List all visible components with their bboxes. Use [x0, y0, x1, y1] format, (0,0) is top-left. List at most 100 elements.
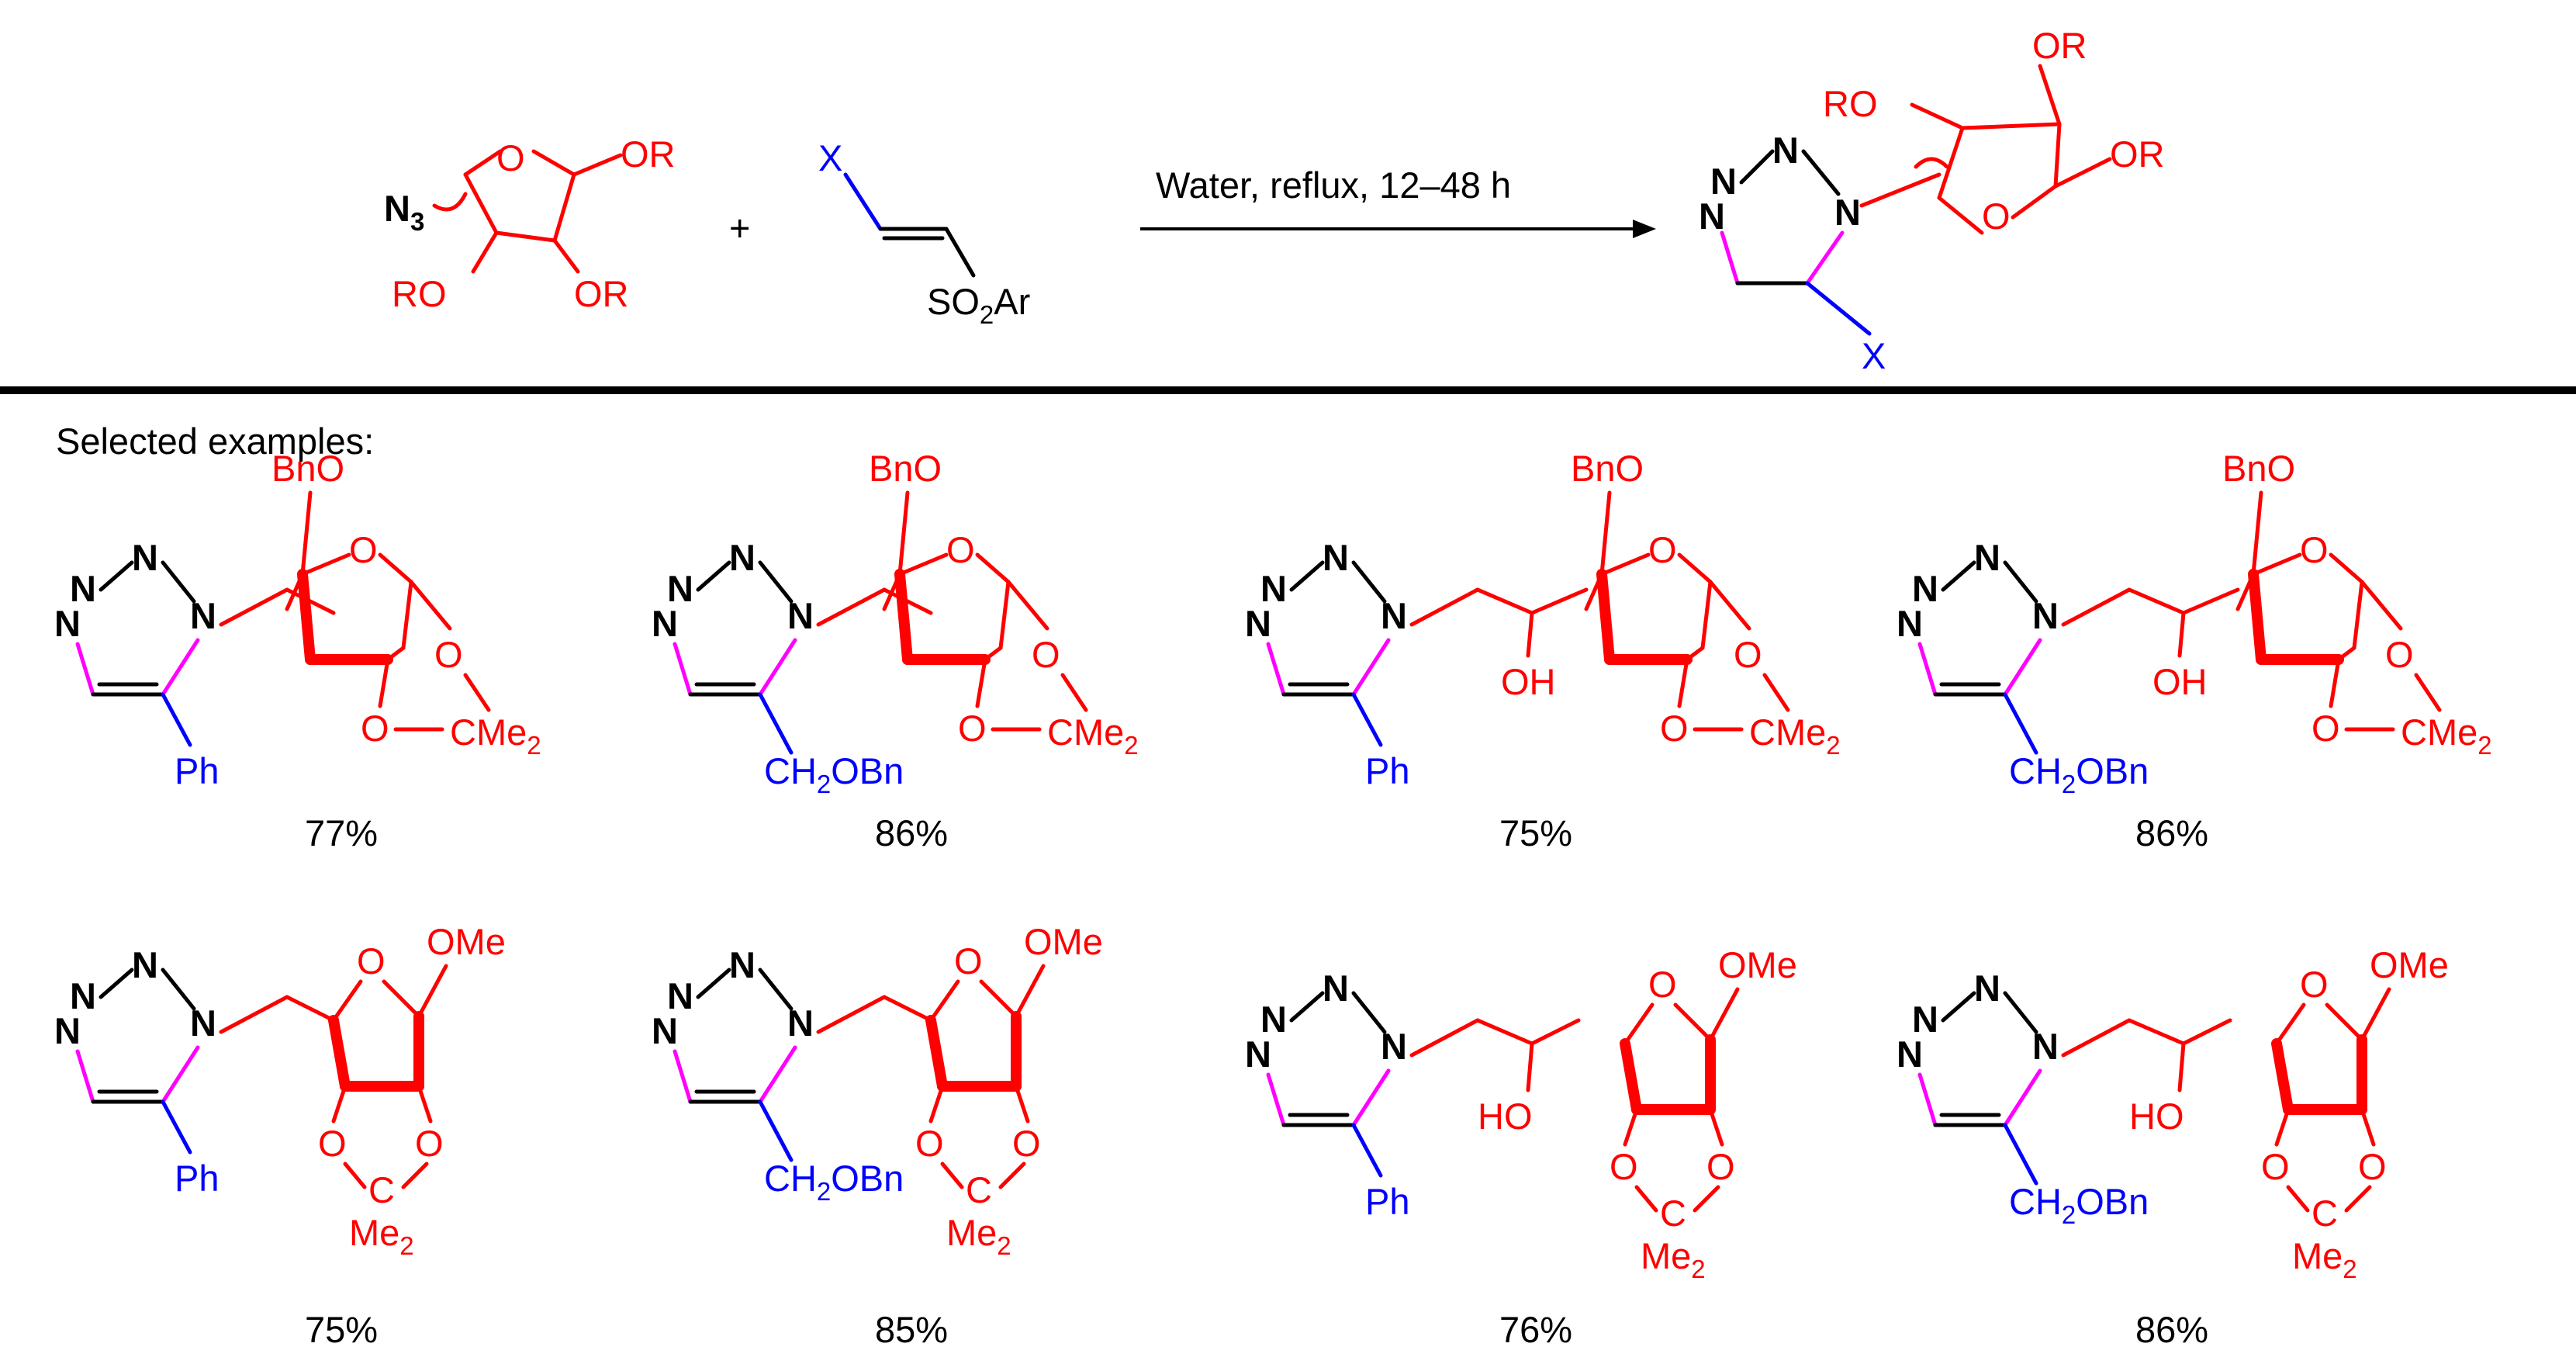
bond-line	[1708, 987, 1740, 1042]
so2ar-label: SO2Ar	[927, 281, 1030, 329]
isopropylidene-label-subscript: 2	[527, 731, 541, 760]
bond-line	[928, 979, 960, 1023]
n-label-2-text: N	[1772, 130, 1799, 171]
bond-line	[1805, 281, 1872, 336]
bond-line	[2360, 580, 2403, 631]
triazole-n2: N	[729, 537, 756, 578]
examples-heading: Selected examples:	[56, 421, 374, 462]
bond-line	[2325, 1002, 2364, 1042]
n-label-3-text: N	[1710, 161, 1737, 202]
ring-oxygen-text: O	[1648, 964, 1677, 1005]
yield-label: 75%	[1499, 812, 1572, 853]
bond-line	[1693, 1185, 1720, 1213]
bond-line	[99, 560, 134, 592]
dioxolane-oxygen-2: O	[1706, 1146, 1735, 1187]
triazole-bond	[2003, 1068, 2042, 1127]
reaction-condition: Water, reflux, 12–48 h	[1156, 164, 1511, 206]
triazole-n2-text: N	[132, 537, 158, 578]
benzyloxy-label-text: BnO	[271, 448, 344, 489]
dioxolane-oxygen-2-text: O	[958, 708, 987, 749]
phenyl-label: Ph	[175, 750, 220, 791]
yield-label-text: 75%	[305, 1309, 378, 1350]
yield-label: 77%	[305, 812, 378, 853]
bond-line	[758, 692, 794, 755]
bond-line	[1289, 991, 1325, 1023]
acetal-carbon-label: C	[1660, 1193, 1686, 1234]
triazole-n3-text: N	[1260, 568, 1287, 609]
ring-oxygen-text: O	[946, 529, 975, 570]
bond-line	[843, 172, 883, 231]
or-label-top: OR	[621, 133, 676, 175]
bond-line	[471, 230, 499, 274]
triazole-n3: N	[667, 975, 693, 1016]
dioxolane-oxygen-2-text: O	[361, 708, 389, 749]
bond-line	[2181, 587, 2240, 615]
gem-dimethyl-label-text: Me	[1641, 1235, 1691, 1276]
bond-line	[882, 995, 933, 1023]
bond-line	[378, 552, 413, 584]
triazole-n2: N	[1323, 968, 1349, 1009]
bond-line	[2329, 552, 2364, 584]
bond-line	[1351, 560, 1387, 604]
triazole-bond	[1917, 1072, 1938, 1127]
plus-sign: +	[729, 207, 750, 248]
bond-line	[1351, 1123, 1383, 1178]
ch2obn-label: CH2OBn	[764, 1158, 904, 1206]
triazole-n4-text: N	[1897, 603, 1923, 644]
hydroxyl-label: OH	[2152, 661, 2208, 702]
triazole-bond	[161, 638, 200, 697]
triazole-n4-text: N	[652, 603, 678, 644]
dioxolane-oxygen-1-text: O	[1734, 634, 1762, 675]
bond-line	[944, 227, 976, 278]
ring-oxygen-label-text: O	[496, 137, 525, 178]
gem-dimethyl-label-subscript: 2	[2343, 1255, 2356, 1283]
bond-line	[531, 149, 576, 177]
bond-line	[409, 580, 452, 631]
arrow-head	[1633, 220, 1656, 238]
wedge-bond	[328, 1015, 351, 1092]
bond-line	[331, 1084, 348, 1123]
methoxy-label: OMe	[1024, 921, 1103, 962]
bond-line	[758, 968, 794, 1011]
bond-line	[2336, 646, 2356, 662]
yield-label: 86%	[875, 812, 948, 853]
ring-oxygen: O	[1648, 529, 1677, 570]
triazole-bond	[2003, 638, 2042, 697]
triazole-bond	[673, 642, 693, 697]
ring-oxygen: O	[954, 940, 983, 982]
dioxolane-oxygen-2-text: O	[1012, 1123, 1041, 1164]
dioxolane-oxygen-1-text: O	[434, 634, 463, 675]
yield-label: 85%	[875, 1309, 948, 1350]
bond-line	[2251, 490, 2263, 576]
triazole-bond	[1351, 1068, 1391, 1127]
triazole-n2-text: N	[1323, 968, 1349, 1009]
isopropylidene-label-text: CMe	[1047, 711, 1124, 753]
dioxolane-oxygen-1-text: O	[1032, 634, 1060, 675]
triazole-n2: N	[132, 944, 158, 985]
phenyl-label: Ph	[1365, 750, 1410, 791]
bond-line	[331, 979, 363, 1023]
bond-line	[99, 968, 134, 999]
triazole-n4: N	[54, 603, 81, 644]
bond-line	[1351, 991, 1387, 1034]
isopropylidene-label: CMe2	[1749, 711, 1841, 760]
yield-label-text: 86%	[2135, 812, 2208, 853]
triazole-n3: N	[70, 975, 96, 1016]
wedge-bond	[2248, 569, 2267, 665]
acetal-carbon-label-text: C	[368, 1169, 395, 1210]
wedge-bond	[2271, 1038, 2294, 1115]
bond-line	[401, 1162, 429, 1189]
triazole-n2-text: N	[1974, 537, 2000, 578]
bond-line	[1475, 1018, 1534, 1046]
ring-oxygen: O	[1648, 964, 1677, 1005]
triazole-n2: N	[1974, 968, 2000, 1009]
yield-label: 86%	[2135, 812, 2208, 853]
n-label-4-text: N	[1699, 196, 1725, 237]
dioxolane-oxygen-2: O	[958, 708, 987, 749]
bond-line	[998, 580, 1011, 650]
dioxolane-oxygen-1: O	[434, 634, 463, 675]
gem-dimethyl-label: Me2	[946, 1212, 1011, 1260]
